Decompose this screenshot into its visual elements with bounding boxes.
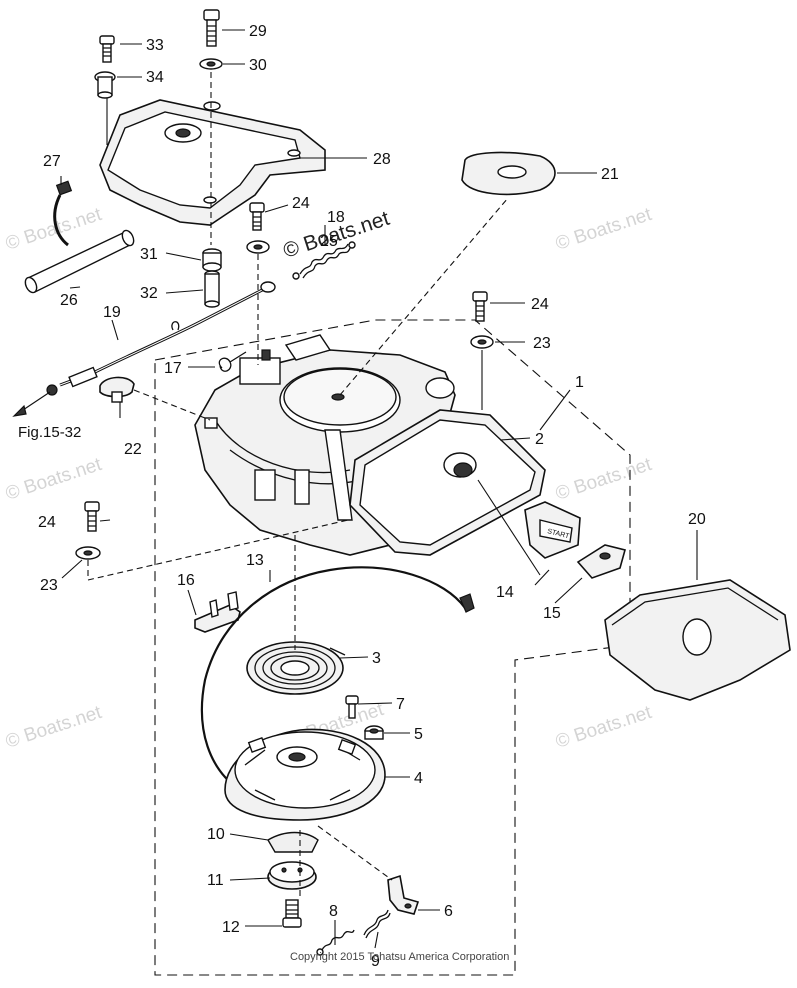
bolt-7-part — [345, 695, 359, 719]
washer-30-part — [199, 58, 223, 70]
spiral-spring-3-part — [246, 641, 346, 695]
part-number: 14 — [496, 584, 514, 601]
watermark: © Boats.net — [3, 702, 105, 753]
part-number: 2 — [535, 431, 544, 448]
spring-17-part — [218, 351, 247, 372]
part-number: 10 — [207, 826, 225, 843]
plate-10-part — [267, 831, 319, 853]
washer-23-left-part — [75, 546, 101, 560]
rod-26-part — [24, 229, 135, 294]
part-number: 30 — [249, 57, 267, 74]
starter-grip-14-part: START — [524, 501, 581, 559]
insert-15-part — [576, 544, 626, 579]
washer-23-right-part — [470, 335, 494, 349]
part-number: 31 — [140, 246, 158, 263]
bolt-12-part — [282, 899, 302, 928]
washer-25-part — [246, 240, 270, 254]
bolt-24-left-part — [84, 501, 100, 532]
part-number: 13 — [246, 552, 264, 569]
grommet-22-part — [99, 376, 135, 403]
part-number: 6 — [444, 903, 453, 920]
clip-27-part — [53, 180, 73, 247]
part-number: 20 — [688, 511, 706, 528]
part-number: 3 — [372, 650, 381, 667]
part-number: 15 — [543, 605, 561, 622]
bolt-24-right-part — [472, 291, 488, 322]
spacer-32-part — [204, 270, 220, 308]
part-number: 27 — [43, 153, 61, 170]
cable-19-part — [46, 281, 276, 396]
part-number: 18 — [327, 209, 345, 226]
starter-handle-cover-part — [349, 409, 546, 556]
part-number: 1 — [575, 374, 584, 391]
reel-4-part — [224, 728, 386, 821]
spring-9-part — [363, 909, 391, 939]
part-number: 23 — [533, 335, 551, 352]
collar-34-part — [94, 71, 116, 99]
spring-8-part — [316, 929, 355, 956]
top-cover-part — [99, 99, 326, 226]
part-numbers: 1 2 3 4 5 6 7 8 9 10 11 12 13 14 15 16 1… — [38, 23, 706, 970]
clip-16-part — [194, 591, 241, 633]
part-number: 29 — [249, 23, 267, 40]
watermark: © Boats.net — [553, 454, 655, 505]
part-number: 22 — [124, 441, 142, 458]
part-number: 25 — [320, 233, 338, 250]
bolt-33-part — [99, 35, 115, 63]
figure-reference: Fig.15-32 — [18, 424, 81, 441]
part-number: 34 — [146, 69, 164, 86]
leader-lines — [60, 29, 698, 949]
rope-13-part — [200, 566, 475, 791]
pad-20-part — [604, 579, 791, 701]
copyright-notice: Copyright 2015 Tohatsu America Corporati… — [290, 951, 509, 963]
part-number: 32 — [140, 285, 158, 302]
part-number: 24 — [38, 514, 56, 531]
bolt-24-top-part — [249, 202, 265, 231]
collar-5-part — [364, 725, 384, 740]
part-number: 24 — [531, 296, 549, 313]
part-number: 26 — [60, 292, 78, 309]
part-number: 4 — [414, 770, 423, 787]
plate-21-part — [461, 151, 556, 196]
part-number: 5 — [414, 726, 423, 743]
part-number: 7 — [396, 696, 405, 713]
part-number: 9 — [371, 953, 380, 970]
part-number: 21 — [601, 166, 619, 183]
assembly-boundary — [154, 319, 631, 976]
part-number: 23 — [40, 577, 58, 594]
cover-11-part — [267, 861, 317, 890]
part-number: 24 — [292, 195, 310, 212]
part-number: 28 — [373, 151, 391, 168]
watermark: © Boats.net — [3, 454, 105, 505]
part-number: 17 — [164, 360, 182, 377]
part-number: 16 — [177, 572, 195, 589]
part-number: 19 — [103, 304, 121, 321]
part-number: 8 — [329, 903, 338, 920]
spring-18-part — [292, 241, 356, 280]
part-number: 12 — [222, 919, 240, 936]
collar-31-part — [202, 248, 222, 272]
part-number: 33 — [146, 37, 164, 54]
watermark: © Boats.net — [553, 204, 655, 255]
watermark: © Boats.net — [553, 702, 655, 753]
part-number: 11 — [207, 872, 224, 889]
bolt-29-part — [203, 9, 220, 47]
pawl-6-part — [387, 874, 420, 915]
